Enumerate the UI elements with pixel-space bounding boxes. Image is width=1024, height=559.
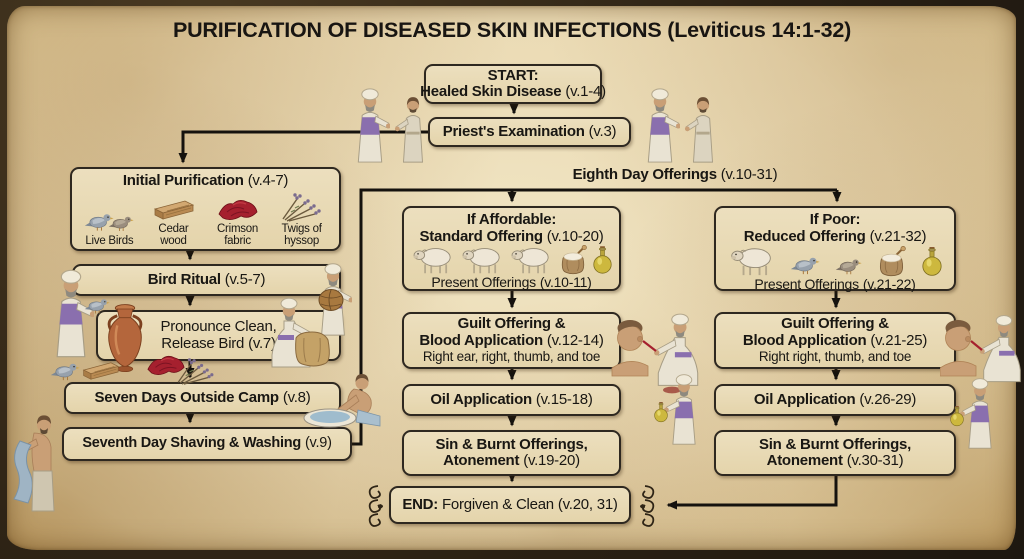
start-label: Healed Skin Disease (420, 83, 562, 100)
crimson-fabric-icon (217, 199, 258, 220)
pronounce-clean-node: Pronounce Clean, Release Bird(v.7) (96, 310, 341, 361)
sin-burnt-standard-node: Sin & Burnt Offerings, Atonement(v.19-20… (402, 430, 621, 476)
oil-application-standard-node: Oil Application(v.15-18) (402, 384, 621, 416)
guilt-offering-reduced-node: Guilt Offering & Blood Application(v.21-… (714, 312, 956, 369)
cedar-wood-item: Cedar wood (146, 197, 200, 247)
initial-purification-node: Initial Purification(v.4-7) Live Birds C… (70, 167, 341, 251)
hyssop-twigs-item: Twigs of hyssop (275, 192, 329, 247)
sheep-icon (510, 247, 550, 275)
end-flourish-right-icon (639, 485, 655, 527)
sheep-icon (461, 247, 500, 275)
crimson-fabric-item: Crimson fabric (211, 195, 265, 247)
end-flourish-left-icon (368, 485, 384, 527)
oil-flask-icon (922, 247, 942, 276)
live-birds-item: Live Birds (82, 207, 136, 247)
cedar-wood-icon (155, 200, 194, 219)
sheep-icon (412, 247, 451, 275)
live-birds-icon (84, 213, 135, 231)
start-node: START: Healed Skin Disease(v.1-4) (420, 64, 606, 104)
dove-icon (790, 257, 821, 275)
dove-icon (835, 258, 862, 275)
end-node: END:Forgiven & Clean(v.20, 31) (389, 486, 631, 524)
flour-sack-icon (879, 246, 907, 277)
priest-examination-node: Priest's Examination(v.3) (428, 117, 631, 147)
oil-flask-icon (593, 246, 612, 274)
seven-days-node: Seven Days Outside Camp(v.8) (64, 382, 341, 414)
sheep-icon (730, 247, 772, 277)
sin-burnt-reduced-node: Sin & Burnt Offerings, Atonement(v.30-31… (714, 430, 956, 476)
if-poor-node: If Poor: Reduced Offering(v.21-32) Prese… (714, 206, 956, 292)
if-affordable-node: If Affordable: Standard Offering(v.10-20… (402, 206, 621, 291)
eighth-day-offerings-label: Eighth Day Offerings (v.10-31) (572, 166, 778, 183)
diagram-title: PURIFICATION OF DISEASED SKIN INFECTIONS… (172, 18, 852, 42)
flour-sack-icon (561, 245, 588, 275)
oil-application-reduced-node: Oil Application(v.26-29) (714, 384, 956, 416)
seventh-day-node: Seventh Day Shaving & Washing(v.9) (62, 427, 352, 461)
start-prefix: START: (487, 66, 539, 84)
bird-ritual-node: Bird Ritual(v.5-7) (72, 264, 341, 296)
guilt-offering-standard-node: Guilt Offering & Blood Application(v.12-… (402, 312, 621, 369)
hyssop-twigs-icon (281, 192, 322, 222)
